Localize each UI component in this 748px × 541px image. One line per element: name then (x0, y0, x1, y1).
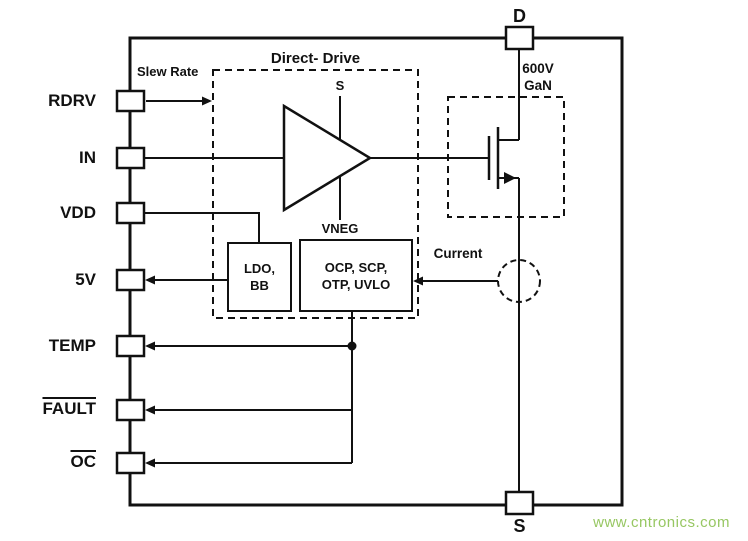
pin-box-in (115, 146, 146, 170)
direct-drive-title: Direct- Drive (270, 50, 361, 67)
pin-box-oc (115, 451, 146, 475)
ldo-bb-block (227, 242, 292, 312)
direct-drive-box (212, 69, 419, 319)
watermark: www.cntronics.com (593, 514, 730, 531)
pin-box-temp (115, 334, 146, 358)
pin-label-fault: FAULT (42, 399, 96, 418)
driver-supply-top-label: S (335, 78, 345, 93)
vdd-wire (144, 212, 260, 243)
pin-label-in: IN (79, 148, 96, 167)
mosfet-symbol (487, 127, 519, 189)
gan-tech-label: GaN (524, 78, 552, 93)
current-label: Current (433, 246, 483, 261)
pin-box-fault (115, 398, 146, 422)
protection-text: OCP, SCP, OTP, UVLO (300, 240, 412, 311)
ldo-bb-line1: LDO, (243, 261, 276, 276)
pin-box-s (504, 490, 535, 516)
protection-line1: OCP, SCP, (324, 259, 388, 275)
pin-label-vdd: VDD (60, 203, 96, 222)
pin-label-5v: 5V (75, 270, 96, 289)
ldo-bb-line2: BB (250, 278, 269, 293)
pin-box-vdd (115, 201, 146, 225)
pin-label-d: D (513, 6, 526, 26)
pin-box-rdrv (115, 89, 146, 113)
gan-voltage-label: 600V (522, 61, 554, 76)
pin-box-5v (115, 268, 146, 292)
pin-box-d (504, 25, 535, 51)
pin-label-s: S (513, 516, 526, 536)
protection-block (299, 239, 413, 312)
driver-supply-bottom-label: VNEG (321, 221, 359, 236)
ldo-bb-text: LDO, BB (228, 243, 291, 311)
pin-label-rdrv: RDRV (48, 91, 96, 110)
mosfet-source-arrow (504, 172, 516, 184)
slew-rate-label: Slew Rate (137, 64, 199, 79)
protection-line2: OTP, UVLO (321, 276, 391, 292)
pin-label-oc: OC (70, 452, 97, 471)
pin-label-temp: TEMP (48, 336, 96, 355)
driver-triangle (282, 103, 373, 213)
